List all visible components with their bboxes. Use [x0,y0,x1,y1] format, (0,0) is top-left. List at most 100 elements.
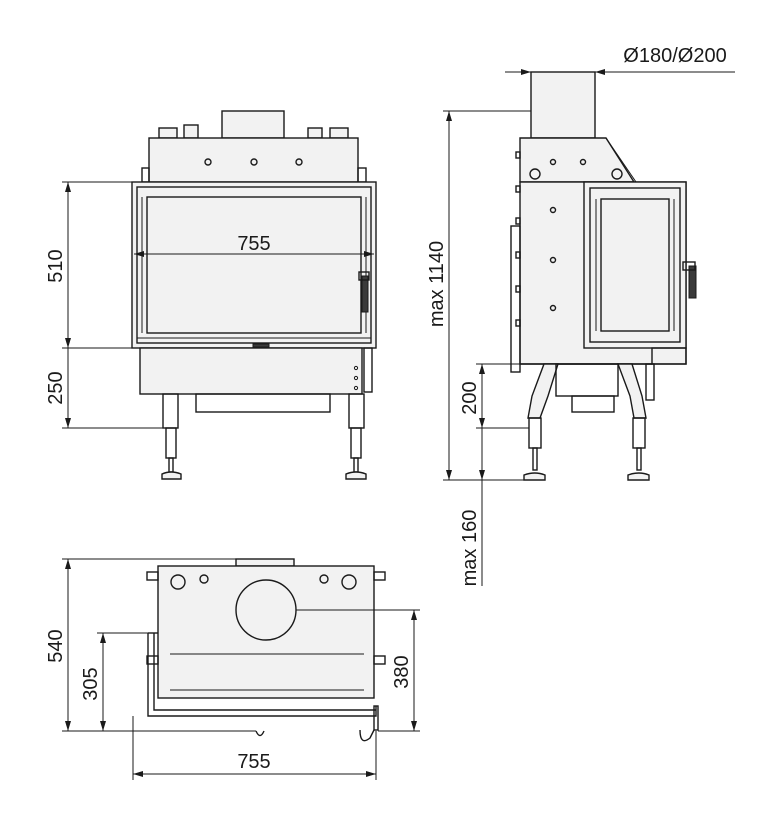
top-tab [373,655,386,665]
dim-arrow [65,418,71,428]
side-leg-rear [616,363,647,419]
side-port [611,168,623,180]
front-top-bracket-left [158,127,178,139]
side-bolt [549,304,557,312]
top-port [170,574,186,590]
side-ashpan-housing [555,363,619,397]
dim-arrow [411,721,417,731]
front-top-bracket-right [307,127,323,139]
front-foot-left [161,471,182,480]
side-ashpan [571,395,615,413]
top-tab [146,571,159,581]
top-tab [146,655,159,665]
dim-arrow [521,69,531,75]
top-view: 540 305 380 755 [45,558,420,780]
side-rail [645,363,655,401]
front-handle-hinge [358,271,370,281]
front-leg-left-upper [162,393,179,429]
top-base-inner [153,633,376,711]
top-tab [373,571,386,581]
side-handle-hinge [682,261,696,271]
front-glass [146,196,362,334]
side-air-box [651,347,687,365]
side-leg-rear-screw [636,447,642,471]
top-side-rail [373,705,379,731]
front-base [139,347,363,395]
dim-arrow [100,633,106,643]
top-handle-side [359,729,375,742]
side-rear-panel [510,225,521,373]
top-housing [157,565,375,699]
top-base-outline [147,633,377,717]
side-tab [515,217,521,225]
top-port-small [199,574,209,584]
dim-arrow [65,182,71,192]
front-rail-hole [353,375,359,381]
side-leg-front [527,363,559,419]
top-depth-label: 540 [45,629,67,662]
front-top-bracket-right-2 [329,127,349,139]
side-bolt [549,206,557,214]
dim-arrow [595,69,605,75]
front-door-handle [361,275,369,313]
dim-arrow [134,251,144,257]
front-bolt [204,158,212,166]
top-handle-front [255,730,265,737]
front-leg-left-screw [168,457,174,473]
flue-diameter-label: Ø180/Ø200 [623,45,726,67]
front-view: 755 510 250 [45,110,377,480]
side-flue-pipe [530,71,596,139]
front-leg-right-lower [350,427,362,459]
front-flue-collar [221,110,285,139]
side-tab [515,151,521,159]
side-leg-front-screw [532,447,538,471]
front-air-slider [252,343,270,348]
front-leg-right-upper [348,393,365,429]
dim-arrow [65,721,71,731]
side-foot-rear [627,472,650,481]
side-tab [515,185,521,193]
front-door-frame [131,181,377,349]
side-port [529,168,541,180]
front-side-rail [363,347,373,393]
side-bolt [549,158,557,166]
dim-arrow [364,251,374,257]
side-leg-front-lower [528,417,542,449]
front-bolt [295,158,303,166]
top-front-collar [235,558,295,567]
side-door-frame [583,181,687,349]
dim-arrow [100,721,106,731]
side-bolt [549,256,557,264]
front-width-label: 755 [237,233,270,255]
front-upper-housing [148,137,359,183]
front-top-bracket-left-2 [183,124,199,139]
dim-arrow [411,610,417,620]
front-bolt [250,158,258,166]
side-top-housing [519,137,636,183]
side-door-handle [688,265,697,299]
side-leg-height-label: 200 [459,381,481,414]
front-housing-tab-left [141,167,150,183]
front-door-inner-frame [136,186,372,344]
side-view: Ø180/Ø200 [426,45,735,586]
side-door-inner [589,187,681,343]
dim-arrow [446,111,452,121]
front-door-height-label: 510 [45,249,67,282]
top-port [341,574,357,590]
front-ashpan [195,393,331,413]
dim-arrow [479,470,485,480]
side-max-height-label: max 1140 [426,241,448,327]
top-corner-depth-label: 305 [80,667,102,700]
dim-arrow [133,771,143,777]
dim-arrow [479,364,485,374]
top-port-small [319,574,329,584]
side-slope [605,137,637,183]
front-base-height-label: 250 [45,371,67,404]
front-leg-right-screw [353,457,359,473]
side-glass [600,198,670,332]
front-rail-hole [353,365,359,371]
dim-arrow [65,559,71,569]
front-foot-right [345,471,367,480]
top-flue-offset-label: 380 [391,655,413,688]
